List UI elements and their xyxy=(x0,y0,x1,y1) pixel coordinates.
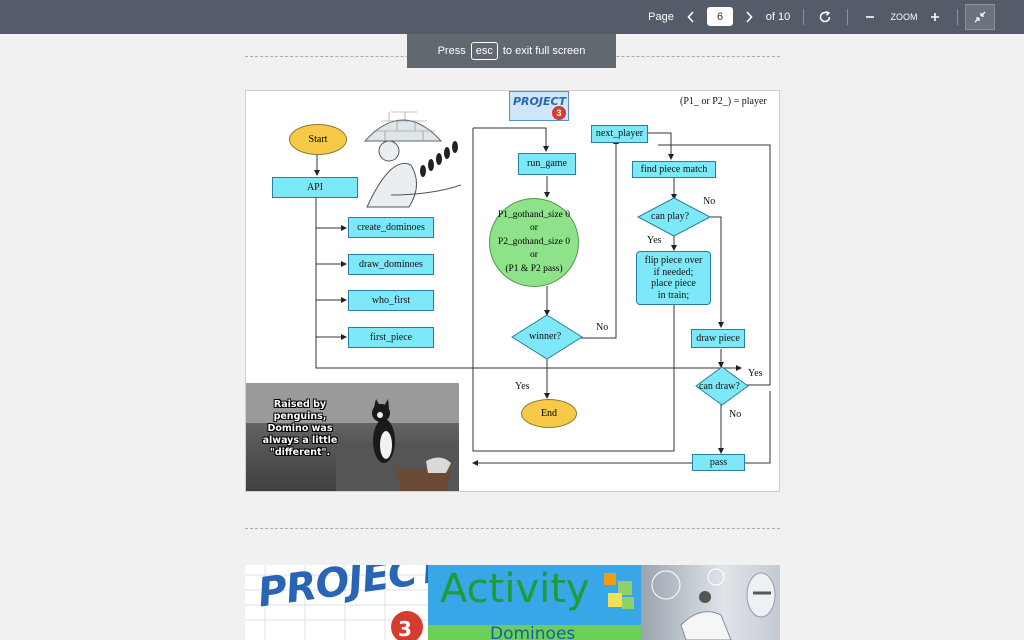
end-condition-line: P1_gothand_size 0 xyxy=(497,209,571,220)
can-play-yes-label: Yes xyxy=(647,235,662,246)
page-label: Page xyxy=(648,11,674,23)
winner-decision-label: winner? xyxy=(529,331,562,342)
end-condition-line: or xyxy=(530,223,538,234)
activity-title: Activity xyxy=(440,566,590,612)
page-total: of 10 xyxy=(765,11,791,23)
robot-image xyxy=(641,565,780,640)
flip-piece-box: flip piece over if needed; place piece i… xyxy=(636,251,711,305)
exit-fullscreen-button[interactable] xyxy=(965,4,995,30)
penguin-igloo-illustration xyxy=(361,95,464,209)
can-play-no-label: No xyxy=(703,196,716,207)
api-call-box: first_piece xyxy=(348,327,434,348)
end-condition-node: P1_gothand_size 0 or P2_gothand_size 0 o… xyxy=(489,198,579,287)
project-badge-text: PROJECT xyxy=(513,95,567,108)
next-player-box: next_player xyxy=(591,125,648,143)
cat-caption: Raised by penguins, Domino was always a … xyxy=(262,399,338,458)
toolbar-divider xyxy=(803,9,804,25)
cat-illustration xyxy=(246,383,459,491)
end-condition-line: (P1 & P2 pass) xyxy=(505,263,563,274)
player-note: (P1_ or P2_) = player xyxy=(680,96,767,107)
chevron-right-icon xyxy=(746,11,753,23)
start-node: Start xyxy=(289,124,347,155)
project-logo-number: 3 xyxy=(398,617,412,640)
minus-icon xyxy=(866,16,874,18)
api-call-box: who_first xyxy=(348,290,434,311)
activity-subtitle: Dominoes xyxy=(490,624,576,640)
api-call-box: create_dominoes xyxy=(348,217,434,238)
viewer-toolbar: Page 6 of 10 ZOOM xyxy=(0,0,1024,34)
zoom-out-button[interactable] xyxy=(861,0,879,34)
api-box: API xyxy=(272,177,358,198)
flip-piece-line: flip piece over xyxy=(644,255,703,266)
toast-text-after: to exit full screen xyxy=(502,45,586,57)
winner-yes-label: Yes xyxy=(515,381,530,392)
slide-page: PROJECT 3 (P1_ or P2_) = player Start AP… xyxy=(245,90,780,492)
toolbar-divider xyxy=(847,9,848,25)
toast-text-before: Press xyxy=(437,45,466,57)
plus-icon xyxy=(931,13,939,21)
can-play-decision-label: can play? xyxy=(651,211,690,222)
cube-icon xyxy=(604,573,634,609)
flip-piece-line: in train; xyxy=(657,289,690,301)
can-draw-decision-label: can draw? xyxy=(699,381,740,392)
rotate-icon xyxy=(819,10,831,23)
run-game-box: run_game xyxy=(518,153,576,175)
project-badge-number: 3 xyxy=(552,106,566,120)
previous-page-button[interactable] xyxy=(682,0,700,34)
chevron-left-icon xyxy=(687,11,694,23)
flowchart-connectors xyxy=(314,127,771,466)
draw-piece-box: draw piece xyxy=(691,329,745,348)
pass-box: pass xyxy=(692,454,745,471)
end-node: End xyxy=(521,399,577,428)
winner-no-label: No xyxy=(596,322,609,333)
collapse-icon xyxy=(974,11,986,23)
zoom-label: ZOOM xyxy=(890,12,918,22)
winner-diamond xyxy=(511,314,583,360)
domino-cat-photo: Raised by penguins, Domino was always a … xyxy=(246,383,459,491)
api-call-box: draw_dominoes xyxy=(348,254,434,275)
next-slide-page: PROJECT 3 Activity Dominoes xyxy=(245,565,780,640)
fullscreen-toast: Press esc to exit full screen xyxy=(407,34,616,68)
page-number-input[interactable]: 6 xyxy=(707,7,733,26)
subtitle-bar: Dominoes xyxy=(428,624,641,640)
toolbar-divider xyxy=(957,9,958,25)
next-page-button[interactable] xyxy=(740,0,758,34)
activity-banner: Activity Dominoes xyxy=(428,565,641,640)
page-separator xyxy=(245,528,780,529)
rotate-button[interactable] xyxy=(815,0,835,34)
flip-piece-line: place piece xyxy=(651,278,696,289)
end-condition-line: or xyxy=(530,250,538,261)
end-condition-line: P2_gothand_size 0 xyxy=(497,236,571,247)
can-play-diamond xyxy=(636,197,712,237)
esc-key-badge: esc xyxy=(470,42,498,60)
can-draw-yes-label: Yes xyxy=(748,368,763,379)
flip-piece-line: if needed; xyxy=(653,266,694,278)
can-draw-diamond xyxy=(695,366,749,406)
zoom-in-button[interactable] xyxy=(926,0,944,34)
find-piece-match-box: find piece match xyxy=(632,161,716,178)
project-logo: PROJECT 3 xyxy=(245,565,446,640)
can-draw-no-label: No xyxy=(729,409,742,420)
project-badge: PROJECT 3 xyxy=(509,91,569,121)
